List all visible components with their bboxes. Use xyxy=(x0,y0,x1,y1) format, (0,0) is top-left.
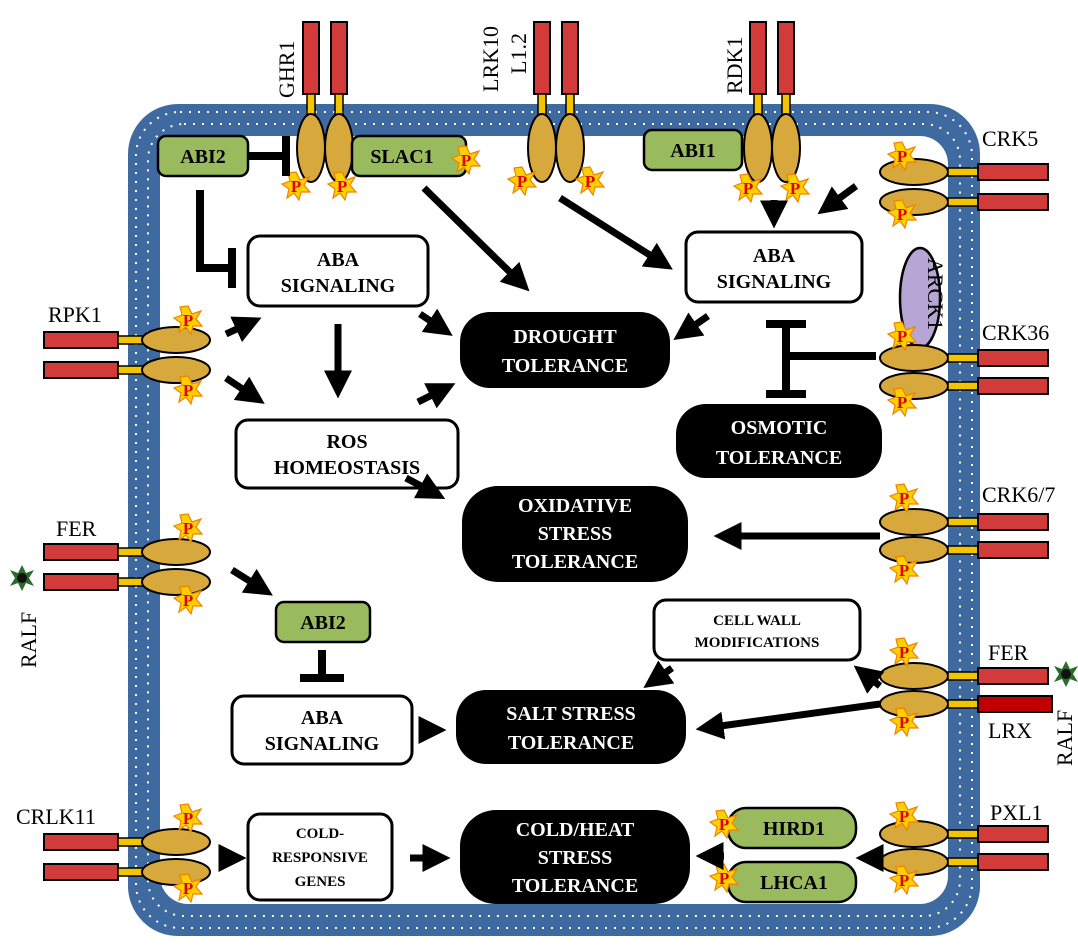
svg-text:ABA: ABA xyxy=(753,245,796,267)
cold-responsive-genes-box: COLD- RESPONSIVE GENES xyxy=(248,814,392,900)
svg-text:P: P xyxy=(337,177,347,196)
svg-text:HOMEOSTASIS: HOMEOSTASIS xyxy=(274,457,420,479)
svg-text:P: P xyxy=(183,591,193,610)
svg-text:P: P xyxy=(899,561,909,580)
ralf-left-label: RALF xyxy=(16,612,41,668)
svg-text:P: P xyxy=(461,151,471,170)
l12-label: L1.2 xyxy=(506,33,531,74)
svg-text:P: P xyxy=(183,381,193,400)
svg-text:P: P xyxy=(183,809,193,828)
rdk1-label: RDK1 xyxy=(722,37,747,94)
pxl1-label: PXL1 xyxy=(990,800,1043,825)
svg-text:OSMOTIC: OSMOTIC xyxy=(731,417,828,439)
svg-text:GENES: GENES xyxy=(295,874,346,890)
svg-text:P: P xyxy=(897,205,907,224)
osmotic-tolerance-box: OSMOTIC TOLERANCE xyxy=(676,404,882,478)
svg-text:ARCK1: ARCK1 xyxy=(923,258,948,330)
fer-left-label: FER xyxy=(56,516,97,541)
svg-text:TOLERANCE: TOLERANCE xyxy=(502,355,628,377)
rpk1-label: RPK1 xyxy=(48,302,102,327)
lrx-label: LRX xyxy=(988,718,1032,743)
lrk10-label: LRK10 xyxy=(478,26,503,92)
svg-text:P: P xyxy=(743,179,753,198)
svg-text:TOLERANCE: TOLERANCE xyxy=(512,551,638,573)
oxidative-stress-tolerance-box: OXIDATIVE STRESS TOLERANCE xyxy=(462,486,688,582)
svg-text:P: P xyxy=(183,519,193,538)
svg-text:P: P xyxy=(291,177,301,196)
ralf-peptide-icon xyxy=(10,565,34,591)
svg-text:P: P xyxy=(585,172,595,191)
svg-text:P: P xyxy=(899,643,909,662)
svg-text:P: P xyxy=(719,869,729,888)
svg-text:ABI1: ABI1 xyxy=(670,140,716,162)
svg-text:TOLERANCE: TOLERANCE xyxy=(716,447,842,469)
svg-text:MODIFICATIONS: MODIFICATIONS xyxy=(695,635,820,651)
hird1-box: HIRD1 P xyxy=(710,808,856,848)
svg-text:SIGNALING: SIGNALING xyxy=(281,275,396,297)
svg-text:P: P xyxy=(899,807,909,826)
svg-text:P: P xyxy=(899,489,909,508)
svg-text:SIGNALING: SIGNALING xyxy=(717,271,832,293)
svg-text:SLAC1: SLAC1 xyxy=(370,146,433,168)
svg-text:TOLERANCE: TOLERANCE xyxy=(508,732,634,754)
svg-text:ABA: ABA xyxy=(301,707,344,729)
svg-text:SIGNALING: SIGNALING xyxy=(265,733,380,755)
svg-text:P: P xyxy=(899,871,909,890)
aba-signaling-lower-box: ABA SIGNALING xyxy=(232,696,412,764)
svg-text:ROS: ROS xyxy=(326,431,367,453)
svg-text:COLD/HEAT: COLD/HEAT xyxy=(516,819,635,841)
svg-text:STRESS: STRESS xyxy=(538,847,613,869)
svg-text:STRESS: STRESS xyxy=(538,523,613,545)
crk67-label: CRK6/7 xyxy=(982,482,1055,507)
svg-text:P: P xyxy=(517,172,527,191)
crk5-label: CRK5 xyxy=(982,126,1038,151)
slac1-box: SLAC1 P xyxy=(352,136,480,176)
lhca1-box: LHCA1 P xyxy=(710,862,856,902)
drought-tolerance-box: DROUGHT TOLERANCE xyxy=(460,312,670,388)
fer-right-label: FER xyxy=(988,640,1029,665)
svg-text:TOLERANCE: TOLERANCE xyxy=(512,875,638,897)
crk36-label: CRK36 xyxy=(982,320,1049,345)
coldheat-stress-tolerance-box: COLD/HEAT STRESS TOLERANCE xyxy=(460,810,690,904)
svg-text:COLD-: COLD- xyxy=(296,826,344,842)
cell-wall-modifications-box: CELL WALL MODIFICATIONS xyxy=(654,600,860,660)
aba-signaling-right-box: ABA SIGNALING xyxy=(686,232,862,302)
crlk11-label: CRLK11 xyxy=(16,804,96,829)
ralf-right-label: RALF xyxy=(1052,710,1077,766)
svg-text:OXIDATIVE: OXIDATIVE xyxy=(518,495,632,517)
svg-text:P: P xyxy=(790,179,800,198)
svg-text:ABI2: ABI2 xyxy=(300,612,346,634)
svg-text:ABA: ABA xyxy=(317,249,360,271)
svg-text:P: P xyxy=(897,327,907,346)
svg-text:SALT STRESS: SALT STRESS xyxy=(506,703,636,725)
ros-homeostasis-box: ROS HOMEOSTASIS xyxy=(236,420,458,488)
svg-text:P: P xyxy=(899,713,909,732)
svg-text:P: P xyxy=(183,311,193,330)
svg-text:P: P xyxy=(719,815,729,834)
svg-text:LHCA1: LHCA1 xyxy=(760,872,828,894)
svg-text:DROUGHT: DROUGHT xyxy=(513,326,617,348)
abi2-top-box: ABI2 xyxy=(158,136,248,176)
aba-signaling-left-box: ABA SIGNALING xyxy=(248,236,428,306)
svg-text:CELL WALL: CELL WALL xyxy=(713,613,801,629)
svg-text:P: P xyxy=(897,393,907,412)
svg-text:P: P xyxy=(897,147,907,166)
svg-text:P: P xyxy=(183,879,193,898)
svg-text:ABI2: ABI2 xyxy=(180,146,226,168)
svg-text:HIRD1: HIRD1 xyxy=(763,818,825,840)
ralf-peptide-icon xyxy=(1054,661,1078,687)
ghr1-label: GHR1 xyxy=(274,41,299,98)
abi1-box: ABI1 xyxy=(644,130,742,170)
svg-text:RESPONSIVE: RESPONSIVE xyxy=(272,850,368,866)
salt-stress-tolerance-box: SALT STRESS TOLERANCE xyxy=(456,690,686,764)
abi2-mid-box: ABI2 xyxy=(276,602,370,642)
